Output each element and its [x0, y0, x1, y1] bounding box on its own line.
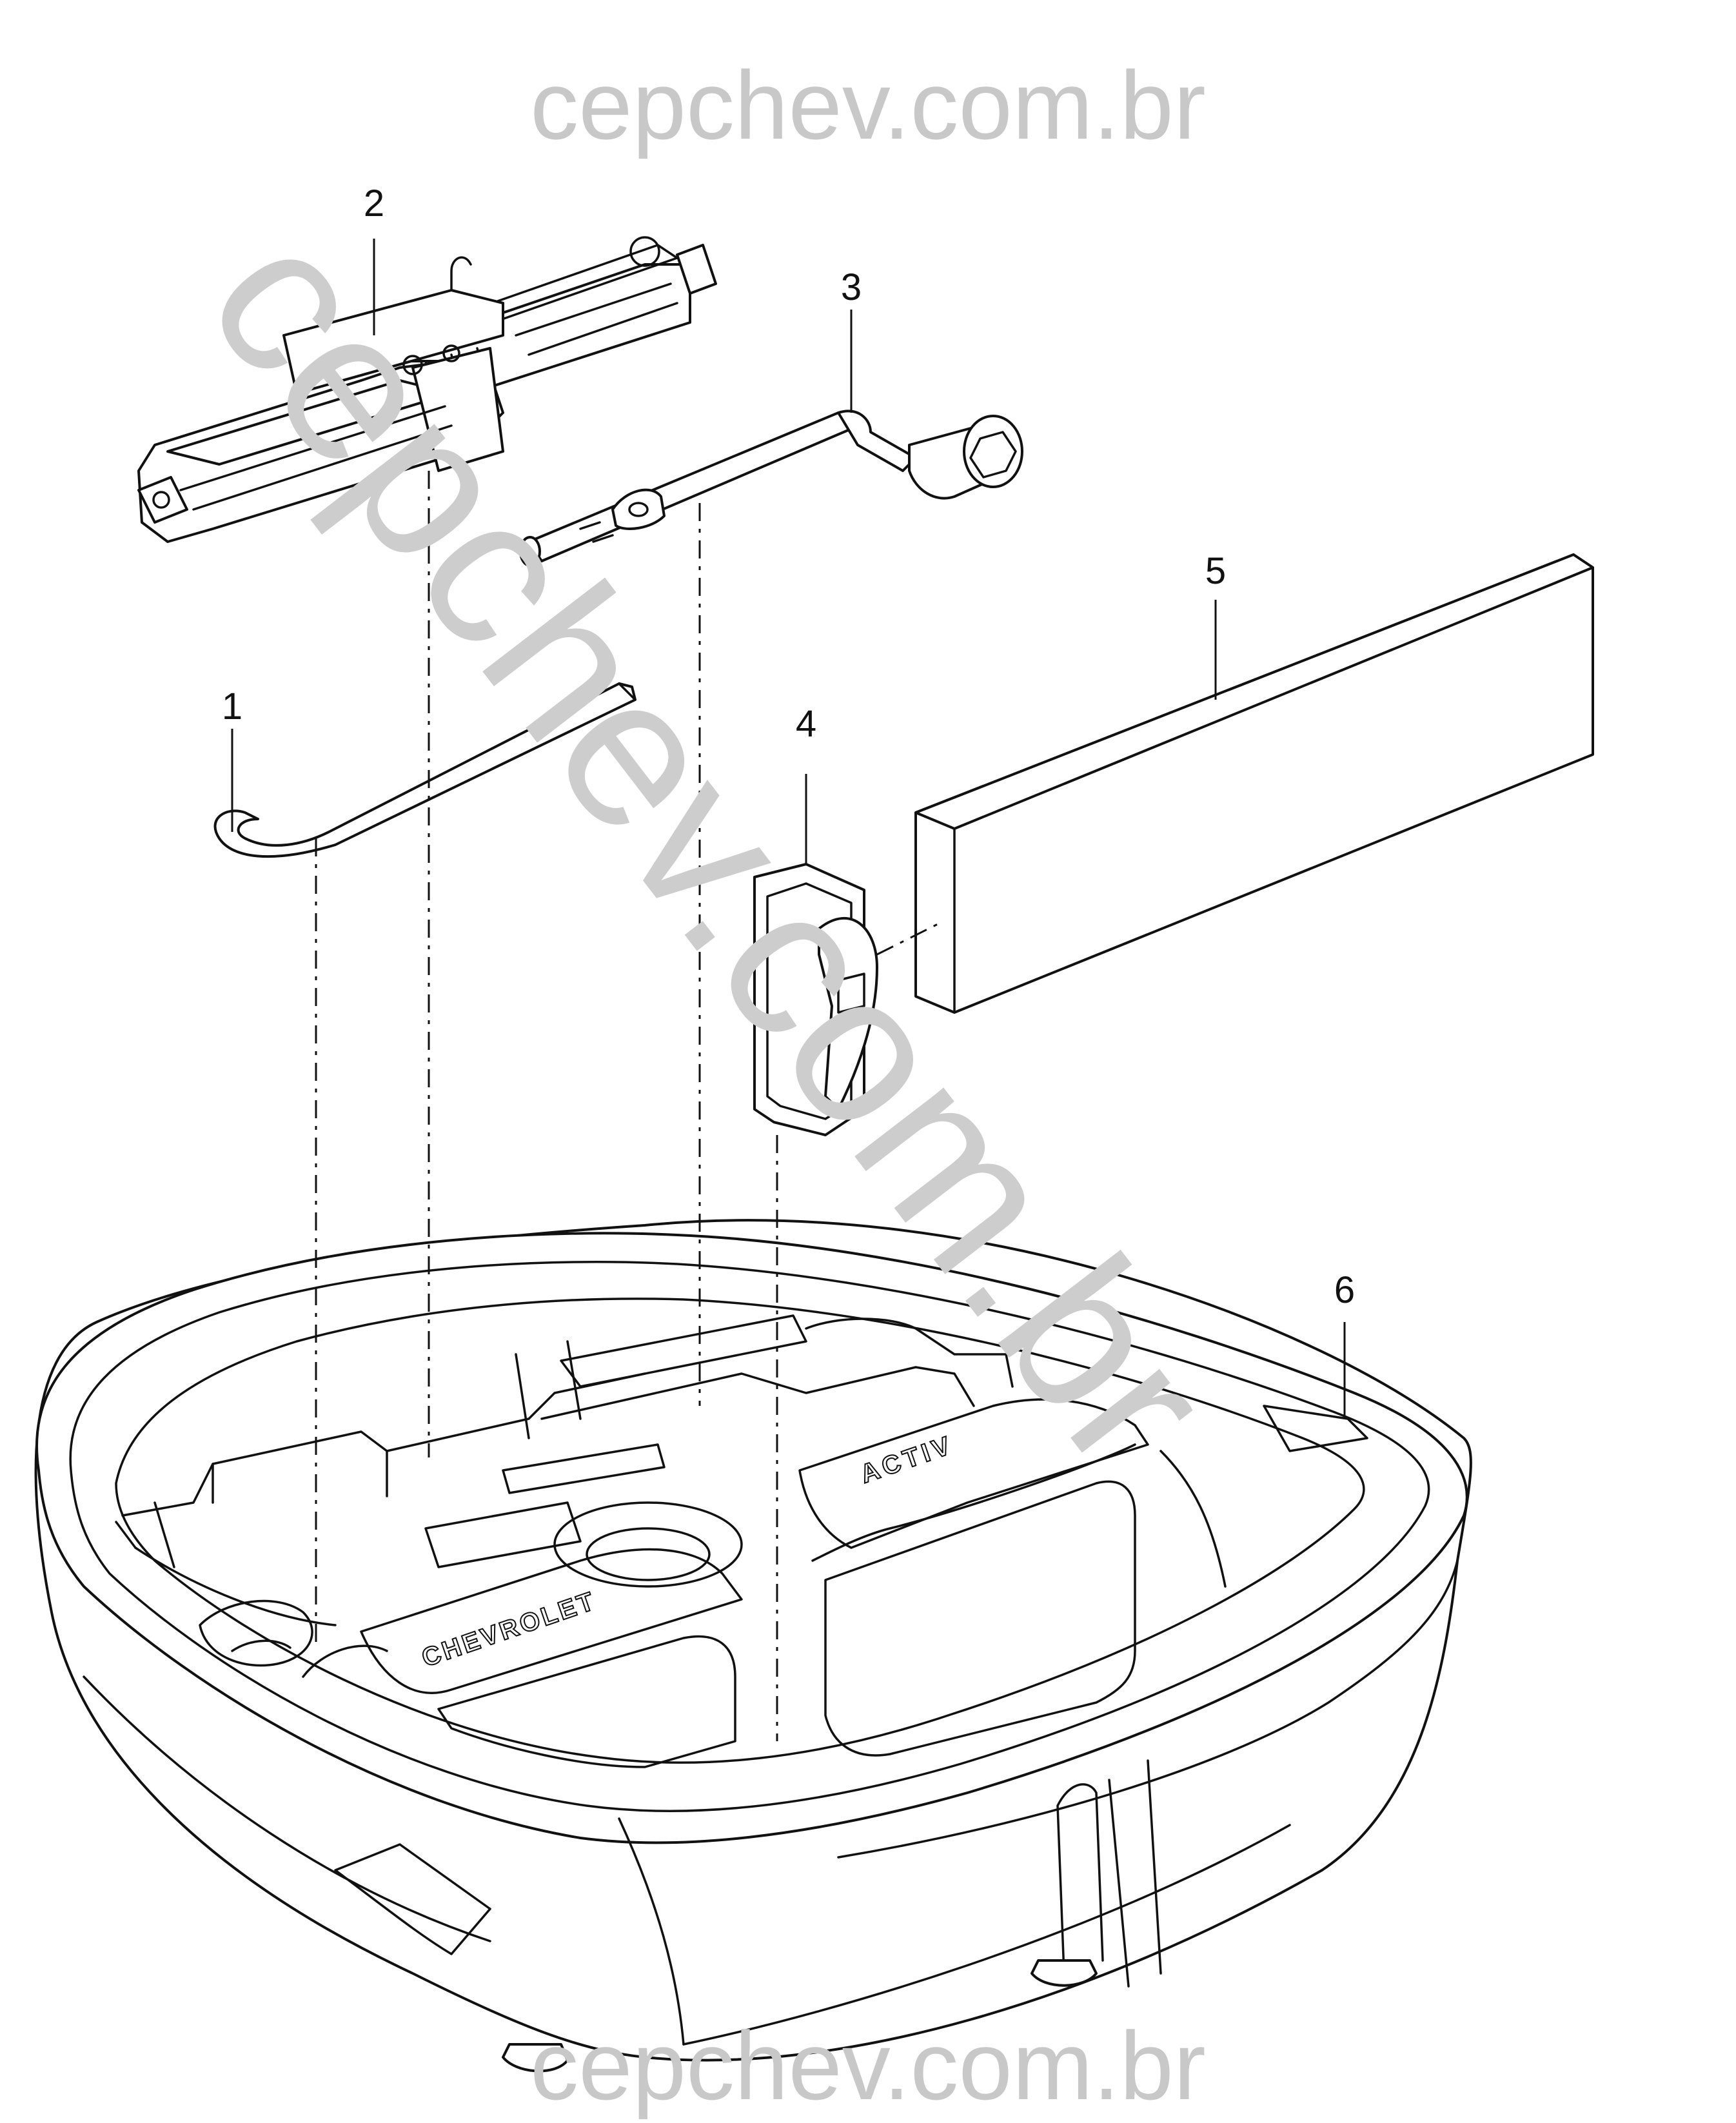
- watermark-bottom: cepchev.com.br: [530, 2011, 1206, 2120]
- callout-4: 4: [796, 703, 816, 745]
- callout-3: 3: [841, 266, 862, 308]
- part-5-foam-block: [914, 553, 1594, 1014]
- callout-5: 5: [1205, 550, 1226, 592]
- callout-1: 1: [222, 686, 242, 727]
- watermark-top: cepchev.com.br: [530, 51, 1206, 159]
- part-4-foam-holder: [753, 863, 878, 1136]
- callout-2: 2: [364, 183, 384, 224]
- assembly-dash-lines: [315, 471, 942, 1741]
- part-3-wheel-wrench: [519, 410, 1023, 567]
- part-2-scissor-jack: [137, 236, 717, 543]
- part-1-jack-handle-rod: [213, 682, 636, 858]
- part-6-tool-tray: CHEVROLET ACTIV: [34, 1219, 1472, 2073]
- callout-6: 6: [1334, 1269, 1355, 1311]
- callout-labels: 1 2 3 4 5 6: [222, 183, 1355, 1311]
- leader-lines: [231, 239, 1346, 1419]
